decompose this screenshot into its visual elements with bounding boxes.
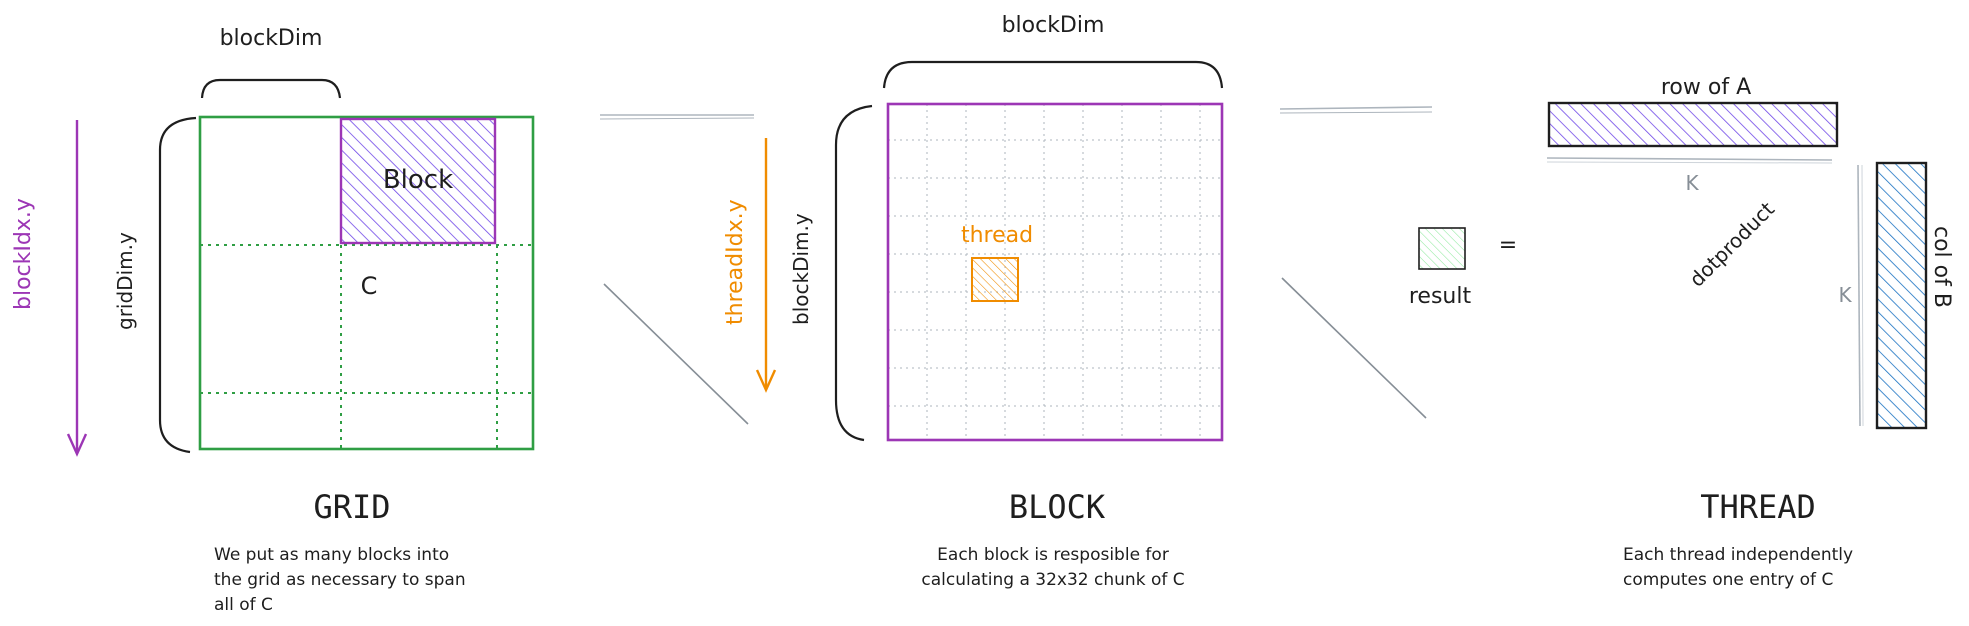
col-of-b-label: col of B xyxy=(1929,226,1954,308)
col-k-label: K xyxy=(1838,283,1852,307)
block-blockdim-side-label: blockDim.y xyxy=(789,213,813,325)
grid-block-label: Block xyxy=(383,165,453,195)
threadidx-arrowhead-icon xyxy=(755,369,777,393)
grid-griddim-brace xyxy=(158,116,197,454)
zoom-line xyxy=(1279,106,1433,110)
grid-block-highlight xyxy=(339,117,497,245)
row-of-a xyxy=(1547,101,1839,148)
grid-title: GRID xyxy=(313,488,390,526)
thread-caption-line-1: Each thread independently xyxy=(1623,545,1853,565)
grid-blockdim-brace xyxy=(200,78,342,99)
col-of-b xyxy=(1875,161,1928,430)
grid-outer xyxy=(198,115,535,451)
block-blockdim-side-brace xyxy=(834,104,873,442)
block-thread-label: thread xyxy=(961,223,1033,248)
row-k-label: K xyxy=(1685,171,1699,195)
grid-caption-line-2: the grid as necessary to span xyxy=(214,570,466,590)
block-cell-grid xyxy=(888,104,1222,440)
block-blockdim-brace xyxy=(882,60,1224,89)
block-caption-line-2: calculating a 32x32 chunk of C xyxy=(921,570,1184,590)
row-of-a-label: row of A xyxy=(1661,75,1751,100)
block-caption-line-1: Each block is resposible for xyxy=(937,545,1169,565)
block-outer xyxy=(886,102,1224,442)
thread-section: result = row of A K dotproduct K col of … xyxy=(1409,75,1954,590)
dotproduct-label: dotproduct xyxy=(1685,197,1780,292)
row-k-line xyxy=(1546,157,1833,161)
zoom-line xyxy=(1281,277,1427,419)
result-label: result xyxy=(1409,284,1472,309)
grid-caption-line-1: We put as many blocks into xyxy=(214,545,449,565)
thread-cell xyxy=(971,257,1019,302)
griddim-label: gridDim.y xyxy=(113,232,137,330)
col-k-line xyxy=(1857,164,1861,427)
grid-section: blockDim blockIdx.y gridDim.y Block C GR… xyxy=(11,26,535,615)
thread-caption-line-2: computes one entry of C xyxy=(1623,570,1833,590)
equals-sign: = xyxy=(1499,233,1517,258)
blockidx-label: blockIdx.y xyxy=(11,198,36,310)
col-k-line xyxy=(1861,164,1864,427)
threadidx-label: threadIdx.y xyxy=(723,199,748,325)
block-title: BLOCK xyxy=(1009,488,1106,526)
zoom-line xyxy=(1279,111,1433,114)
block-blockdim-top-label: blockDim xyxy=(1002,13,1105,38)
blockidx-arrowhead-icon xyxy=(66,433,88,457)
block-section: blockDim threadIdx.y blockDim.y xyxy=(723,13,1224,590)
thread-title: THREAD xyxy=(1700,488,1816,526)
zoom-line xyxy=(599,117,755,120)
result-cell xyxy=(1418,227,1466,270)
grid-blockdim-label: blockDim xyxy=(220,26,323,51)
grid-matrix-label: C xyxy=(361,272,378,300)
grid-caption-line-3: all of C xyxy=(214,595,273,615)
zoom-line xyxy=(603,283,749,425)
row-k-line xyxy=(1546,161,1833,164)
